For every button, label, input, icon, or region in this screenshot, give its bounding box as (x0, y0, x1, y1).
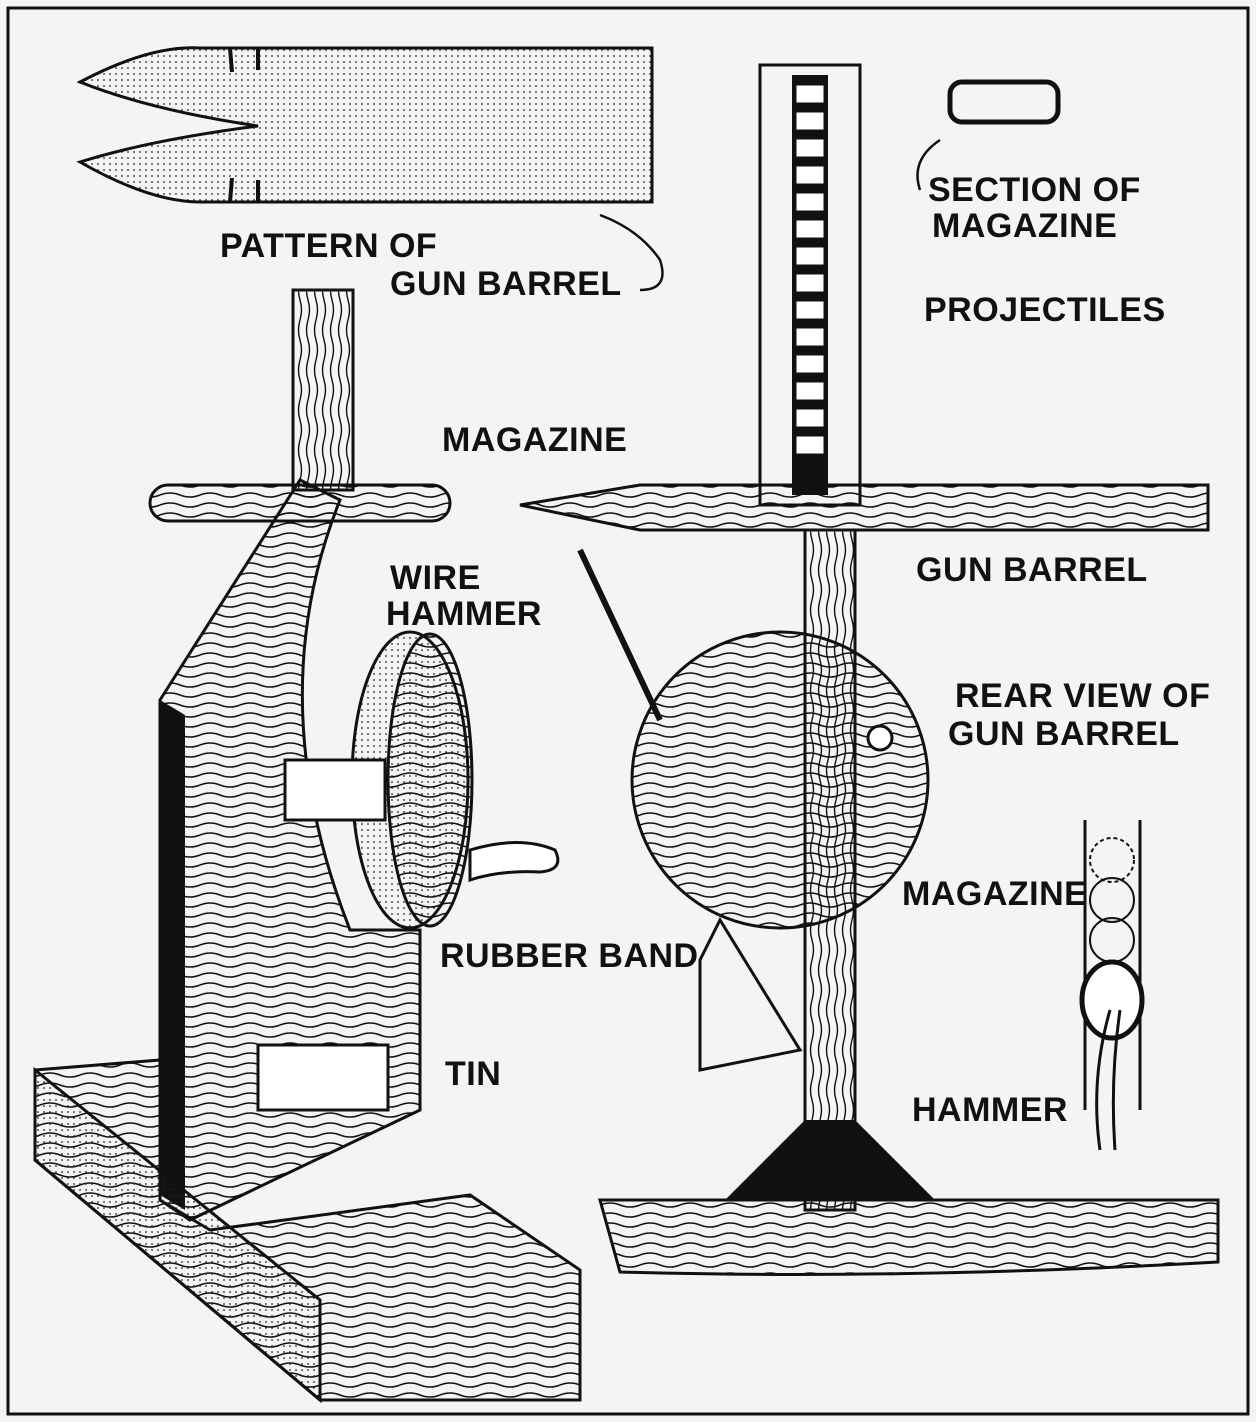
label-pattern-2: GUN BARREL (390, 265, 622, 303)
label-rubber-band: RUBBER BAND (440, 937, 699, 975)
label-rear-view-1: REAR VIEW OF (955, 677, 1211, 715)
label-wire-hammer-2: HAMMER (386, 595, 542, 633)
right-machine (519, 63, 1220, 1276)
label-tin: TIN (445, 1055, 502, 1093)
label-magazine-rear: MAGAZINE (902, 875, 1088, 913)
left-machine (33, 288, 582, 1404)
rear-view (1079, 820, 1145, 1151)
label-projectiles: PROJECTILES (924, 291, 1166, 329)
label-section-2: MAGAZINE (932, 207, 1118, 245)
label-section-1: SECTION OF (928, 171, 1141, 209)
label-magazine: MAGAZINE (442, 421, 628, 459)
label-gun-barrel: GUN BARREL (916, 551, 1148, 589)
magazine-section (947, 79, 1061, 125)
frame-border (6, 6, 1250, 1416)
barrel-pattern (76, 46, 654, 204)
label-hammer: HAMMER (912, 1091, 1068, 1129)
label-wire-hammer-1: WIRE (390, 559, 481, 597)
label-rear-view-2: GUN BARREL (948, 715, 1180, 753)
label-pattern-1: PATTERN OF (220, 227, 438, 265)
